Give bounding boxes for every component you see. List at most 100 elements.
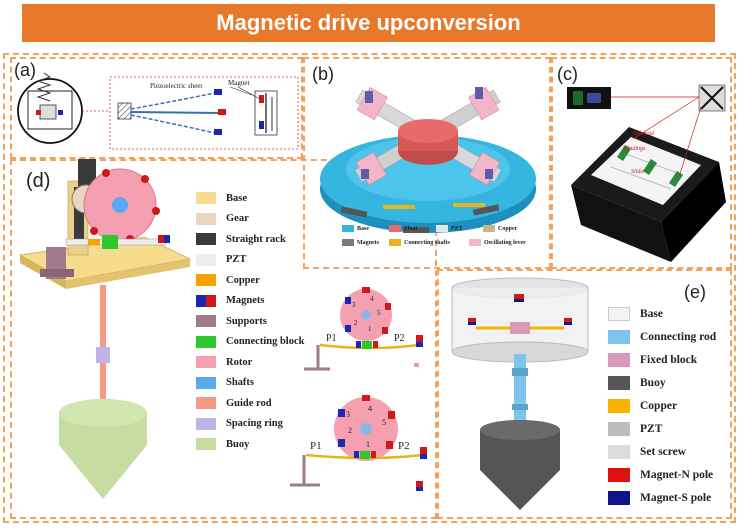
legend-e-item: Magnet-N pole bbox=[608, 463, 734, 486]
label-p2-bottom: P2 bbox=[398, 440, 410, 452]
legend-e-label: Set screw bbox=[640, 445, 687, 458]
legend-d-swatch bbox=[196, 376, 216, 389]
legend-d-label: Connecting block bbox=[226, 336, 305, 348]
legend-d-item: Guide rod bbox=[196, 393, 316, 414]
panel-c-frame bbox=[551, 57, 732, 269]
panel-b-diagram bbox=[320, 87, 536, 233]
legend-d: Base Gear Straight rack PZT Copper Magne… bbox=[196, 188, 316, 455]
legend-d-label: Rotor bbox=[226, 356, 253, 368]
legend-d-swatch bbox=[196, 315, 216, 328]
legend-e-item: Connecting rod bbox=[608, 325, 734, 348]
legend-b-swatch bbox=[436, 225, 448, 232]
legend-e-label: Buoy bbox=[640, 376, 666, 389]
legend-d-item: Spacing ring bbox=[196, 414, 316, 435]
rotor-num: 3 bbox=[352, 301, 356, 309]
label-p1-top: P1 bbox=[326, 333, 337, 344]
legend-b-label: PZT bbox=[451, 225, 463, 232]
legend-d-swatch bbox=[196, 212, 216, 225]
legend-e-item: Buoy bbox=[608, 371, 734, 394]
legend-b-swatch bbox=[469, 239, 481, 246]
legend-b-swatch bbox=[342, 225, 354, 232]
legend-e-swatch bbox=[608, 329, 630, 344]
legend-d-label: Base bbox=[226, 192, 247, 204]
legend-b-item: Magnets bbox=[342, 239, 389, 246]
legend-d-item: PZT bbox=[196, 250, 316, 271]
legend-e-swatch bbox=[608, 352, 630, 367]
legend-d-item: Magnets bbox=[196, 291, 316, 312]
outer-frame bbox=[3, 53, 736, 523]
panel-a-label: (a) bbox=[14, 60, 36, 80]
rotor-num: 2 bbox=[348, 426, 352, 435]
legend-b-label: Base bbox=[357, 225, 369, 232]
legend-e-swatch bbox=[608, 490, 630, 505]
legend-d-swatch bbox=[196, 294, 216, 307]
panel-e-label: (e) bbox=[684, 282, 706, 302]
magnet-label: Magnet bbox=[228, 79, 249, 87]
legend-d-swatch bbox=[196, 397, 216, 410]
legend-e-item: Base bbox=[608, 302, 734, 325]
panel-e-device bbox=[451, 277, 589, 510]
panel-a-frame bbox=[10, 57, 303, 159]
legend-e-swatch bbox=[608, 444, 630, 459]
legend-d-item: Supports bbox=[196, 311, 316, 332]
legend-d-swatch bbox=[196, 356, 216, 369]
legend-d-label: Magnets bbox=[226, 295, 265, 307]
legend-e-item: Set screw bbox=[608, 440, 734, 463]
annotation-solenoid: Solenoid bbox=[633, 131, 655, 137]
legend-d-item: Copper bbox=[196, 270, 316, 291]
legend-d-item: Connecting block bbox=[196, 332, 316, 353]
legend-b-item: Connecting shafts bbox=[389, 239, 469, 246]
title-banner: Magnetic drive upconversion bbox=[22, 4, 715, 42]
legend-b-swatch bbox=[389, 225, 401, 232]
annotation-slider: Slider bbox=[631, 169, 646, 175]
legend-d-item: Straight rack bbox=[196, 229, 316, 250]
legend-d-swatch bbox=[196, 253, 216, 266]
legend-d-label: Guide rod bbox=[226, 397, 272, 409]
legend-b-item: Base bbox=[342, 225, 389, 232]
legend-b-item: PZT bbox=[436, 225, 483, 232]
legend-e-label: Magnet-S pole bbox=[640, 491, 712, 504]
legend-d-item: Shafts bbox=[196, 373, 316, 394]
legend-b-item: Oscillating lever bbox=[469, 239, 543, 246]
rotor-num: 5 bbox=[382, 418, 386, 427]
legend-e-swatch bbox=[608, 467, 630, 482]
legend-b-swatch bbox=[342, 239, 354, 246]
annotation-windings: Windings bbox=[623, 146, 646, 152]
legend-b-label: Connecting shafts bbox=[404, 239, 450, 246]
rotor-num: 5 bbox=[377, 309, 381, 317]
legend-d-item: Base bbox=[196, 188, 316, 209]
legend-e-label: Base bbox=[640, 307, 663, 320]
panel-d-schematics: 3 4 5 2 1 P1 P2 3 4 5 2 1 P1 P2 bbox=[290, 287, 427, 491]
panel-e-frame bbox=[437, 269, 732, 519]
legend-e-swatch bbox=[608, 375, 630, 390]
legend-d-swatch bbox=[196, 192, 216, 205]
legend-d-item: Gear bbox=[196, 209, 316, 230]
rotor-num: 1 bbox=[368, 325, 372, 333]
panel-c-label: (c) bbox=[557, 64, 578, 84]
rotor-num: 2 bbox=[354, 319, 358, 327]
legend-e-item: PZT bbox=[608, 417, 734, 440]
legend-b-swatch bbox=[389, 239, 401, 246]
legend-d-swatch bbox=[196, 274, 216, 287]
piezo-sheet-label: Piezoelectric sheet bbox=[150, 82, 202, 90]
rotor-num: 3 bbox=[346, 410, 350, 419]
legend-e-item: Magnet-S pole bbox=[608, 486, 734, 509]
legend-d-label: Supports bbox=[226, 315, 267, 327]
legend-b-label: Magnets bbox=[357, 239, 379, 246]
label-p2-top: P2 bbox=[394, 333, 405, 344]
legend-e-item: Fixed block bbox=[608, 348, 734, 371]
legend-e-label: PZT bbox=[640, 422, 663, 435]
panel-b-label: (b) bbox=[312, 64, 334, 84]
legend-e-label: Magnet-N pole bbox=[640, 468, 714, 481]
panel-b-frame bbox=[303, 57, 551, 269]
rotor-num: 4 bbox=[370, 295, 374, 303]
legend-b: Base Float PZT Copper Magnets Connecting… bbox=[342, 225, 547, 246]
legend-b-label: Float bbox=[404, 225, 418, 232]
label-p1-bottom: P1 bbox=[310, 440, 322, 452]
legend-b-item: Copper bbox=[483, 225, 538, 232]
panel-d-frame bbox=[10, 159, 437, 519]
legend-d-swatch bbox=[196, 335, 216, 348]
panel-a-diagram: Piezoelectric sheet Magnet bbox=[17, 72, 299, 150]
legend-b-label: Copper bbox=[498, 225, 518, 232]
legend-b-item: Float bbox=[389, 225, 436, 232]
